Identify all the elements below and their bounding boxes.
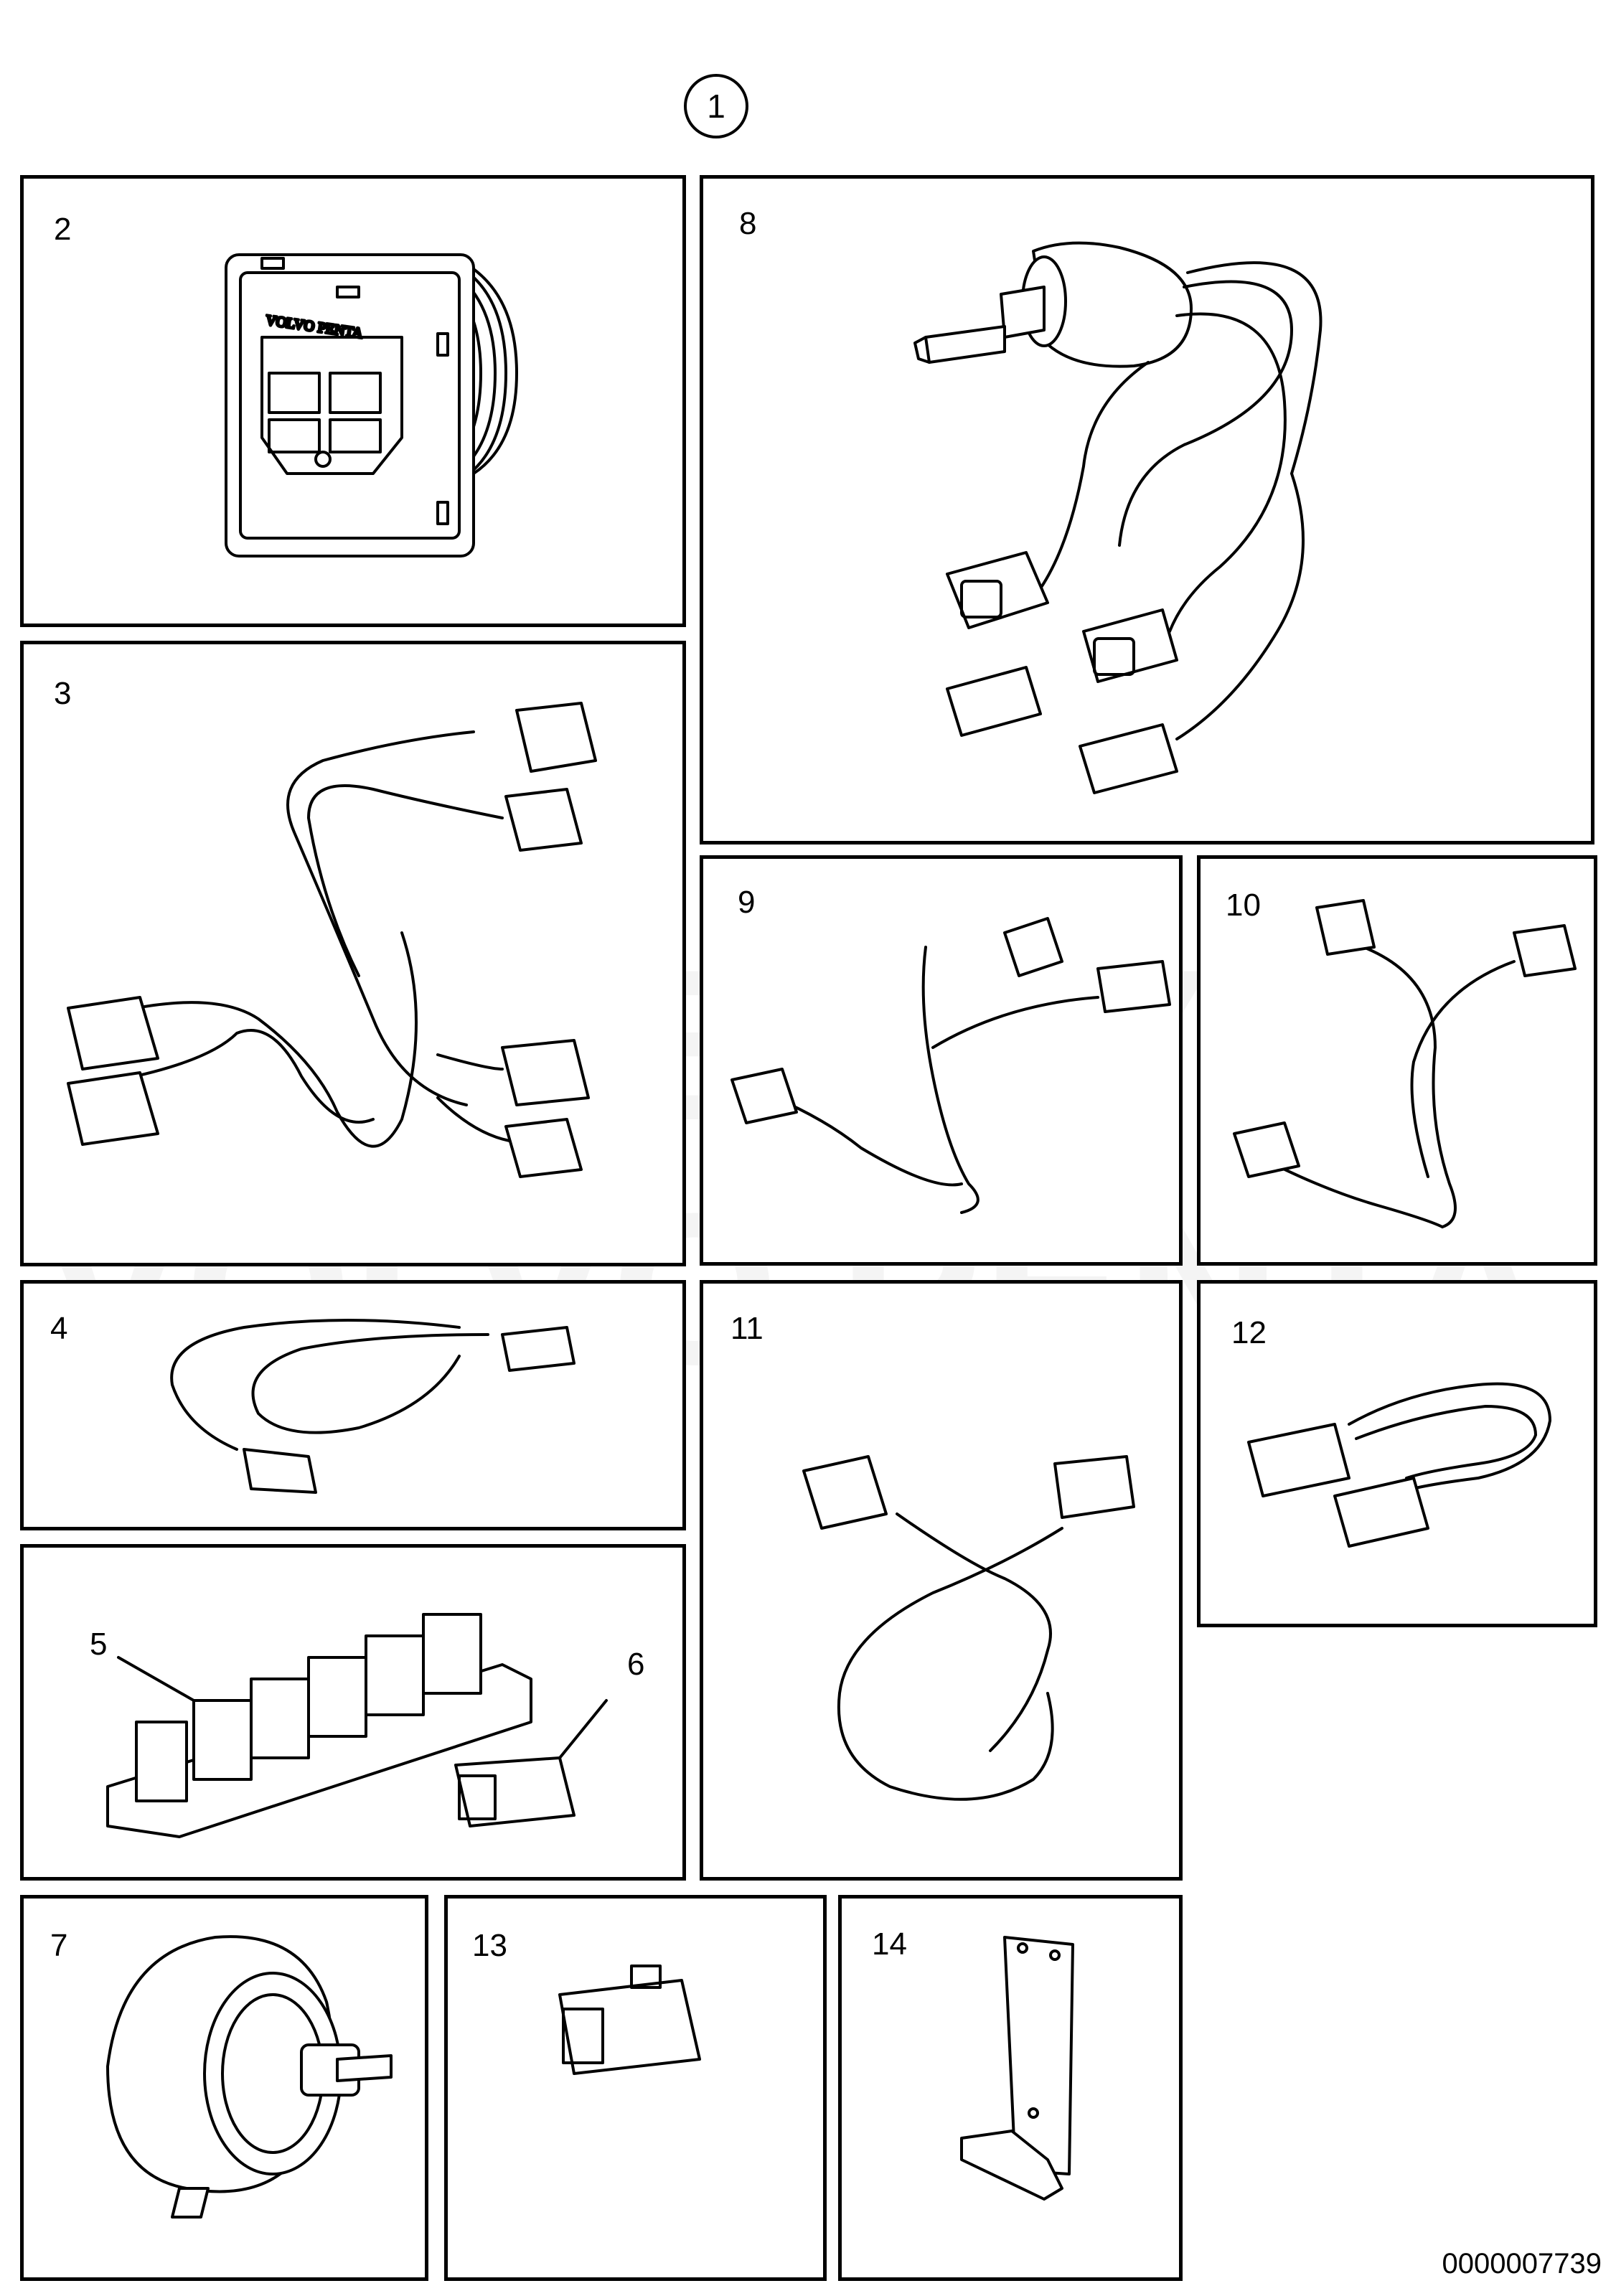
switch-icon — [106, 1935, 393, 2219]
label-3: 3 — [54, 676, 72, 711]
connector-icon — [454, 1699, 608, 1827]
cable-icon — [67, 702, 597, 1178]
label-13: 13 — [472, 1928, 507, 1963]
panel-11 — [700, 1280, 1183, 1881]
label-6: 6 — [627, 1647, 645, 1682]
label-12: 12 — [1231, 1315, 1267, 1350]
label-14: 14 — [872, 1926, 907, 1962]
connector-icon — [558, 1965, 701, 2075]
connector-icon — [731, 917, 1171, 1214]
panel-icon: VOLVO PENTA — [225, 253, 518, 557]
label-5: 5 — [90, 1627, 108, 1662]
label-8: 8 — [739, 206, 757, 241]
cable-icon — [170, 1319, 576, 1494]
reference-number: 0000007739 — [1442, 2248, 1602, 2279]
cable-icon — [1247, 1382, 1551, 1548]
connector-icon — [106, 1613, 532, 1838]
panel-9 — [700, 855, 1183, 1266]
label-9: 9 — [738, 885, 756, 920]
panel-10 — [1197, 855, 1597, 1266]
label-4: 4 — [50, 1311, 68, 1346]
label-10: 10 — [1226, 888, 1261, 923]
label-11: 11 — [731, 1311, 764, 1346]
label-7: 7 — [50, 1928, 68, 1963]
label-2: 2 — [54, 212, 72, 247]
switch-icon — [913, 241, 1323, 794]
main-callout: 1 — [684, 74, 748, 138]
connector-icon — [1233, 899, 1577, 1228]
bracket-icon — [960, 1936, 1074, 2201]
cable-icon — [802, 1455, 1135, 1801]
panel-4 — [20, 1280, 686, 1530]
panel-13 — [444, 1895, 827, 2281]
